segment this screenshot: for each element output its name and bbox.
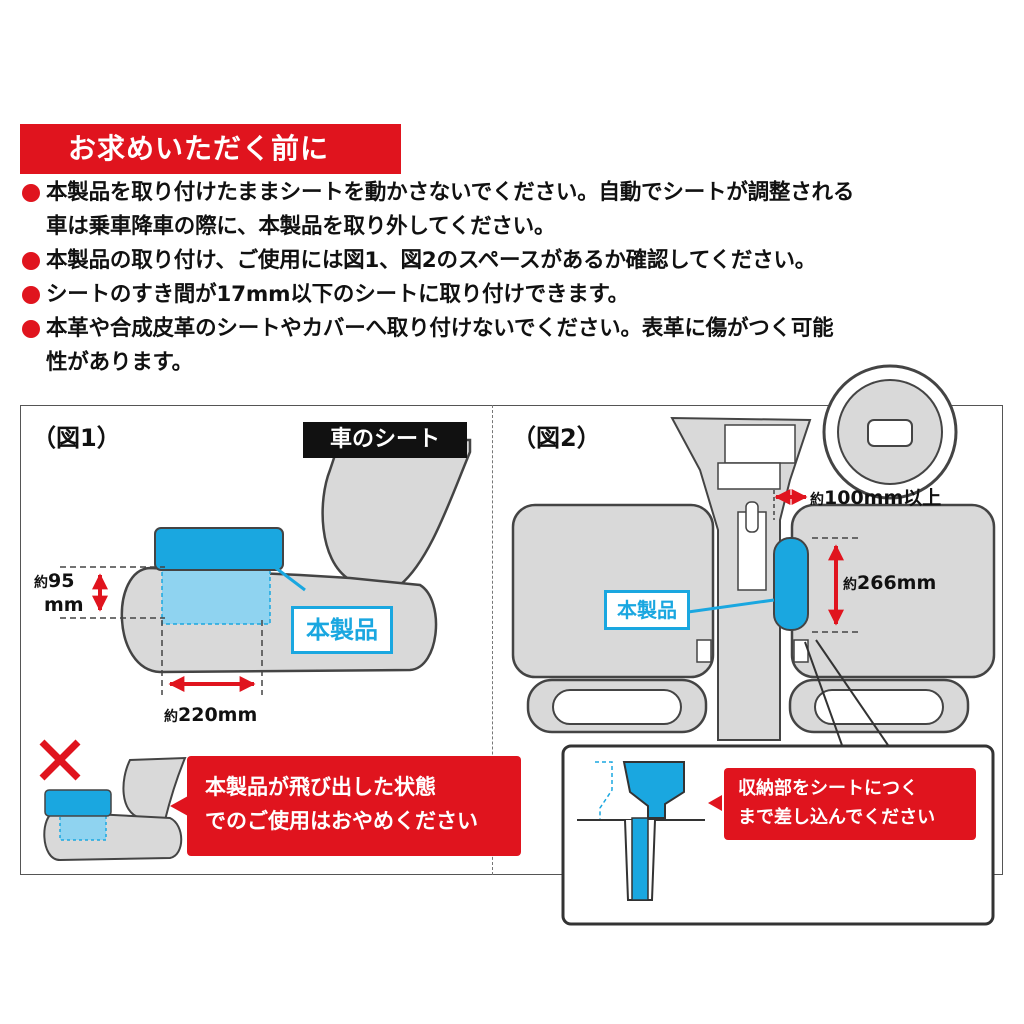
note-line: 性があります。 [46, 350, 193, 375]
seat-tag: 車のシート [303, 422, 467, 458]
dimension-prefix: 約 [164, 709, 178, 725]
note-line: 車は乗車降車の際に、本製品を取り外してください。 [46, 214, 556, 239]
warning-line: 本製品が飛び出した状態 [205, 775, 436, 799]
note-line: シートのすき間が17mm以下のシートに取り付けできます。 [46, 282, 629, 307]
note-line: 本革や合成皮革のシートやカバーへ取り付けないでください。表革に傷がつく可能 [46, 316, 834, 341]
fig1-label: （図1） [32, 424, 121, 452]
fig2-length-dimension: 約266mm [843, 572, 936, 594]
note-line: 本製品の取り付け、ご使用には図1、図2のスペースがあるか確認してください。 [46, 248, 817, 273]
warning-pointer [170, 796, 188, 816]
figure-divider [492, 405, 493, 875]
warning-line: でのご使用はおやめください [205, 809, 478, 833]
notes-list: 本製品を取り付けたままシートを動かさないでください。自動でシートが調整される 車… [22, 176, 1007, 380]
fig2-label: （図2） [512, 424, 601, 452]
product-in-seat [154, 527, 306, 625]
bad-example-illustration [39, 739, 187, 862]
fig1-width-dimension: 約220mm [164, 704, 257, 726]
dimension-value: 220mm [178, 704, 258, 726]
note-line: 本製品を取り付けたままシートを動かさないでください。自動でシートが調整される [46, 180, 855, 205]
instruction-line: まで差し込んでください [738, 807, 936, 828]
note-item: シートのすき間が17mm以下のシートに取り付けできます。 [22, 278, 1007, 312]
fig1-warning-box: 本製品が飛び出した状態 でのご使用はおやめください [187, 756, 521, 856]
fig1-height-unit: mm [44, 594, 84, 616]
bullet-icon [22, 320, 40, 338]
bullet-icon [22, 184, 40, 202]
fig2-instruction-box: 収納部をシートにつく まで差し込んでください [724, 768, 976, 840]
fig1-product-label: 本製品 [291, 606, 393, 654]
figure-panel [20, 405, 1003, 875]
fig2-gap-dimension: 約100mm以上 [810, 483, 941, 510]
dimension-lines-fig1 [60, 566, 263, 695]
section-title: お求めいただく前に [20, 124, 401, 174]
bullet-icon [22, 286, 40, 304]
note-item: 本製品の取り付け、ご使用には図1、図2のスペースがあるか確認してください。 [22, 244, 1007, 278]
note-item: 本製品を取り付けたままシートを動かさないでください。自動でシートが調整される 車… [22, 176, 1007, 244]
dimension-value: 266mm [857, 572, 937, 594]
product-in-gap [687, 537, 809, 631]
dimension-prefix: 約 [34, 575, 48, 591]
instruction-pointer [708, 795, 722, 811]
dimension-prefix: 約 [810, 492, 824, 508]
dimension-prefix: 約 [843, 577, 857, 593]
instruction-line: 収納部をシートにつく [738, 778, 918, 799]
dimension-value: 95 [48, 570, 75, 592]
bullet-icon [22, 252, 40, 270]
fig2-product-label: 本製品 [604, 590, 690, 630]
fig1-height-dimension: 約95 [34, 570, 74, 592]
note-item: 本革や合成皮革のシートやカバーへ取り付けないでください。表革に傷がつく可能 性が… [22, 312, 1007, 380]
dimension-value: 100mm以上 [824, 487, 942, 509]
dimension-lines-fig2 [773, 489, 862, 633]
